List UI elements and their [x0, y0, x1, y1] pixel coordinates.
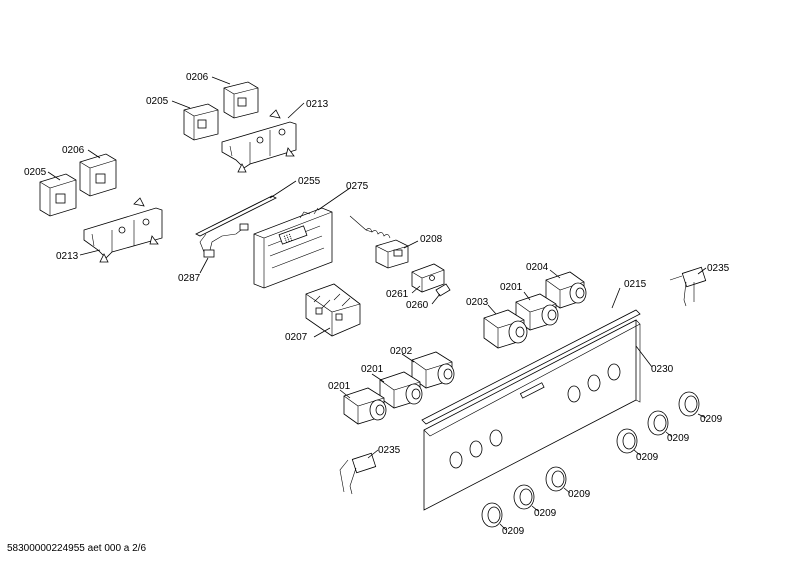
document-footer: 58300000224955 aet 000 a 2/6 [7, 543, 146, 554]
indicator-lamp-left [339, 449, 379, 495]
label-0209-6: 0209 [502, 526, 525, 537]
label-0261: 0261 [386, 289, 409, 300]
label-0204: 0204 [526, 262, 549, 273]
label-0260: 0260 [406, 300, 429, 311]
svg-text:⁞⁞⁞: ⁞⁞⁞ [283, 233, 295, 246]
label-0235-right: 0235 [707, 263, 730, 274]
control-panel [421, 287, 653, 511]
label-0205-left: 0205 [24, 167, 47, 178]
label-0255: 0255 [298, 176, 321, 187]
ring-5 [513, 484, 539, 512]
label-0209-4: 0209 [568, 489, 591, 500]
label-0235-left: 0235 [378, 445, 401, 456]
knob-rings [481, 391, 707, 531]
indicator-lamp-right [669, 266, 707, 307]
label-0209-2: 0209 [667, 433, 690, 444]
part-labels: 0206 0205 0213 0206 0205 0213 0255 0275 … [24, 72, 730, 537]
label-0213-upper: 0213 [306, 99, 329, 110]
label-0206-left: 0206 [62, 145, 85, 156]
control-module: ⁞⁞⁞ [253, 187, 351, 289]
knob-spindles-upper [483, 269, 587, 349]
label-0275: 0275 [346, 181, 369, 192]
label-0213-left: 0213 [56, 251, 79, 262]
ring-2 [647, 410, 673, 438]
label-0287: 0287 [178, 273, 201, 284]
switch-group-left [39, 149, 163, 263]
label-0201-lower: 0201 [328, 381, 351, 392]
label-0209-3: 0209 [636, 452, 659, 463]
selector-switch [305, 283, 361, 338]
label-0201-upper: 0201 [500, 282, 523, 293]
label-0207: 0207 [285, 332, 308, 343]
label-0205-upper: 0205 [146, 96, 169, 107]
rail-and-harness [195, 180, 297, 274]
ring-4 [545, 466, 571, 494]
ring-6 [481, 502, 507, 531]
label-0202: 0202 [390, 346, 413, 357]
label-0209-5: 0209 [534, 508, 557, 519]
label-0201-middle: 0201 [361, 364, 384, 375]
label-0203: 0203 [466, 297, 489, 308]
label-0208: 0208 [420, 234, 443, 245]
switch-group-upper [171, 76, 305, 173]
label-0209-1: 0209 [700, 414, 723, 425]
ring-1 [678, 391, 707, 419]
bracket-and-screw [411, 263, 451, 305]
ring-3 [616, 428, 641, 456]
knob-spindles-lower [339, 351, 455, 425]
label-0206-upper: 0206 [186, 72, 209, 83]
label-0230: 0230 [651, 364, 674, 375]
thermostat [349, 215, 419, 269]
label-0215: 0215 [624, 279, 647, 290]
